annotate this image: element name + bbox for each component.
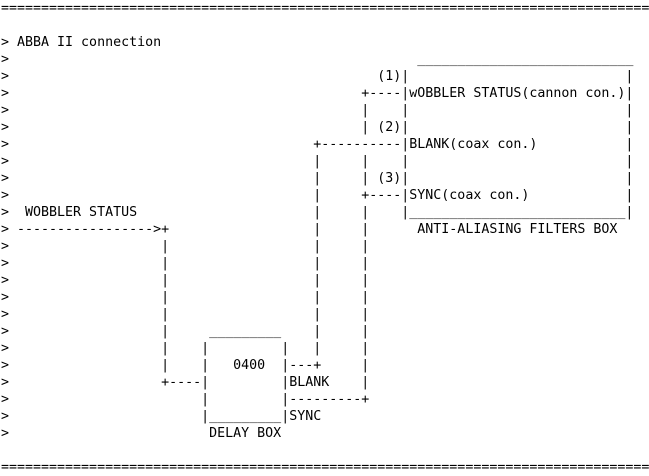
wobbler-status-input-arrow: > ----------------->+ | | ANTI-ALIASING … (1, 222, 618, 237)
port-3-sync: > | +----|SYNC(coax con.) | (1, 188, 634, 203)
port-2-marker: > | (2)| | (1, 120, 634, 135)
diagram-line: > | | | | (1, 154, 634, 169)
diagram-line: > | | | (1, 273, 370, 288)
delay-box-value: > | | 0400 |---+ | (1, 358, 370, 373)
blank-line (1, 17, 649, 34)
port-2-blank: > +----------|BLANK(coax con.) | (1, 137, 634, 152)
diagram-line: > | | | (1, 239, 370, 254)
diagram-line: > | | | (1, 290, 370, 305)
diagram-title: > ABBA II connection (1, 35, 162, 50)
port-1-marker: > (1)| | (1, 69, 634, 84)
port-1-wobbler-status: > +----|wOBBLER STATUS(cannon con.)| (1, 86, 634, 101)
diagram-line: > | | | | | (1, 341, 370, 356)
diagram-line: > | | | (1, 256, 370, 271)
wobbler-status-input-label: > WOBBLER STATUS | | |__________________… (1, 205, 634, 220)
diagram-line: > | | | (1, 307, 370, 322)
diagram-line: > | | | (1, 103, 634, 118)
blank-line (1, 442, 649, 459)
bottom-separator: ========================================… (1, 460, 649, 475)
delay-box-sync-output: > |_________|SYNC (1, 409, 322, 424)
delay-box-top: > | _________ | | (1, 324, 370, 339)
filters-box-top: > ___________________________ (1, 52, 634, 67)
delay-box-sync-route: > | |---------+ (1, 392, 370, 407)
top-separator: ========================================… (1, 1, 649, 16)
port-3-marker: > | | (3)| | (1, 171, 634, 186)
delay-box-label: > DELAY BOX (1, 426, 282, 441)
delay-box-blank-output: > +----| |BLANK | (1, 375, 370, 390)
